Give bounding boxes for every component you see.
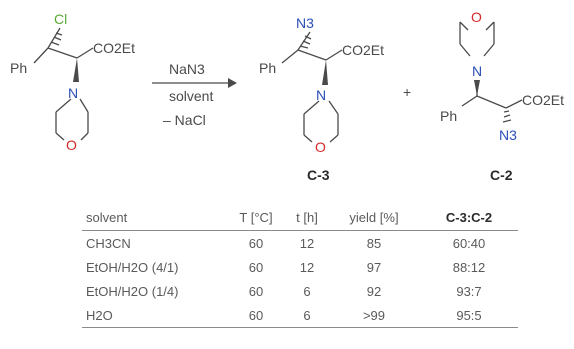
cell-time: 6: [303, 307, 311, 323]
table-row: EtOH/H2O (1/4) 60 6 92 93:7: [82, 279, 518, 303]
cell-solvent: EtOH/H2O (1/4): [86, 283, 179, 299]
reaction-scheme: Cl Ph CO2Et N O NaN3 solvent – NaCl N3 P…: [10, 9, 564, 183]
cell-solvent: EtOH/H2O (4/1): [86, 259, 179, 275]
nitrogen-atom-c3: N: [316, 87, 326, 103]
product-c3-label: C-3: [307, 167, 330, 183]
chlorine-atom: Cl: [54, 11, 67, 27]
azide-label-c2: N3: [499, 127, 517, 143]
header-temperature: T [°C]: [239, 210, 273, 225]
table-row: CH3CN 60 12 85 60:40: [82, 231, 518, 255]
cell-temperature: 60: [248, 235, 264, 251]
cell-temperature: 60: [248, 283, 264, 299]
reagent-label: NaN3: [169, 61, 205, 77]
cell-ratio: 88:12: [452, 259, 486, 275]
cell-time: 12: [299, 235, 315, 251]
cell-ratio: 95:5: [456, 307, 482, 323]
table-header: solvent T [°C] t [h] yield [%] C-3:C-2: [82, 205, 518, 231]
header-ratio: C-3:C-2: [445, 210, 493, 225]
cell-yield: 85: [366, 235, 382, 251]
azide-label-c3: N3: [296, 15, 314, 31]
cell-yield: 92: [366, 283, 382, 299]
reaction-arrow-head: [228, 78, 237, 88]
cell-solvent: H2O: [86, 307, 113, 323]
cell-time: 6: [303, 283, 311, 299]
cell-temperature: 60: [248, 259, 264, 275]
cell-ratio: 93:7: [456, 283, 482, 299]
header-time: t [h]: [296, 210, 318, 225]
hash-bonds: [50, 32, 512, 123]
phenyl-label-c3: Ph: [259, 60, 276, 76]
header-solvent: solvent: [86, 210, 128, 225]
cell-temperature: 60: [248, 307, 264, 323]
oxygen-atom-reactant: O: [66, 137, 77, 153]
byproduct-label: – NaCl: [163, 112, 206, 128]
ester-label-reactant: CO2Et: [93, 40, 135, 56]
results-table: solvent T [°C] t [h] yield [%] C-3:C-2 C…: [82, 205, 518, 328]
nitrogen-atom-c2: N: [472, 63, 482, 79]
table-row: EtOH/H2O (4/1) 60 12 97 88:12: [82, 255, 518, 279]
wedge-c2-top: [474, 80, 480, 96]
cell-yield: >99: [362, 307, 386, 323]
cell-ratio: 60:40: [452, 235, 486, 251]
phenyl-label-reactant: Ph: [10, 60, 27, 76]
ester-label-c3: CO2Et: [342, 42, 384, 58]
plus-sign: +: [403, 84, 411, 100]
cell-yield: 97: [366, 259, 382, 275]
nitrogen-atom-reactant: N: [68, 85, 78, 101]
oxygen-atom-c3: O: [315, 139, 326, 155]
product-c2-label: C-2: [490, 167, 513, 183]
header-yield: yield [%]: [349, 210, 399, 225]
cell-solvent: CH3CN: [86, 235, 131, 251]
cell-time: 12: [299, 259, 315, 275]
table-row: H2O 60 6 >99 95:5: [82, 303, 518, 328]
wedge-bonds: [73, 58, 328, 85]
condition-label: solvent: [169, 88, 213, 104]
oxygen-atom-c2: O: [471, 9, 482, 25]
ester-label-c2: CO2Et: [522, 92, 564, 108]
phenyl-label-c2: Ph: [440, 108, 457, 124]
bond-lines: [33, 21, 523, 143]
